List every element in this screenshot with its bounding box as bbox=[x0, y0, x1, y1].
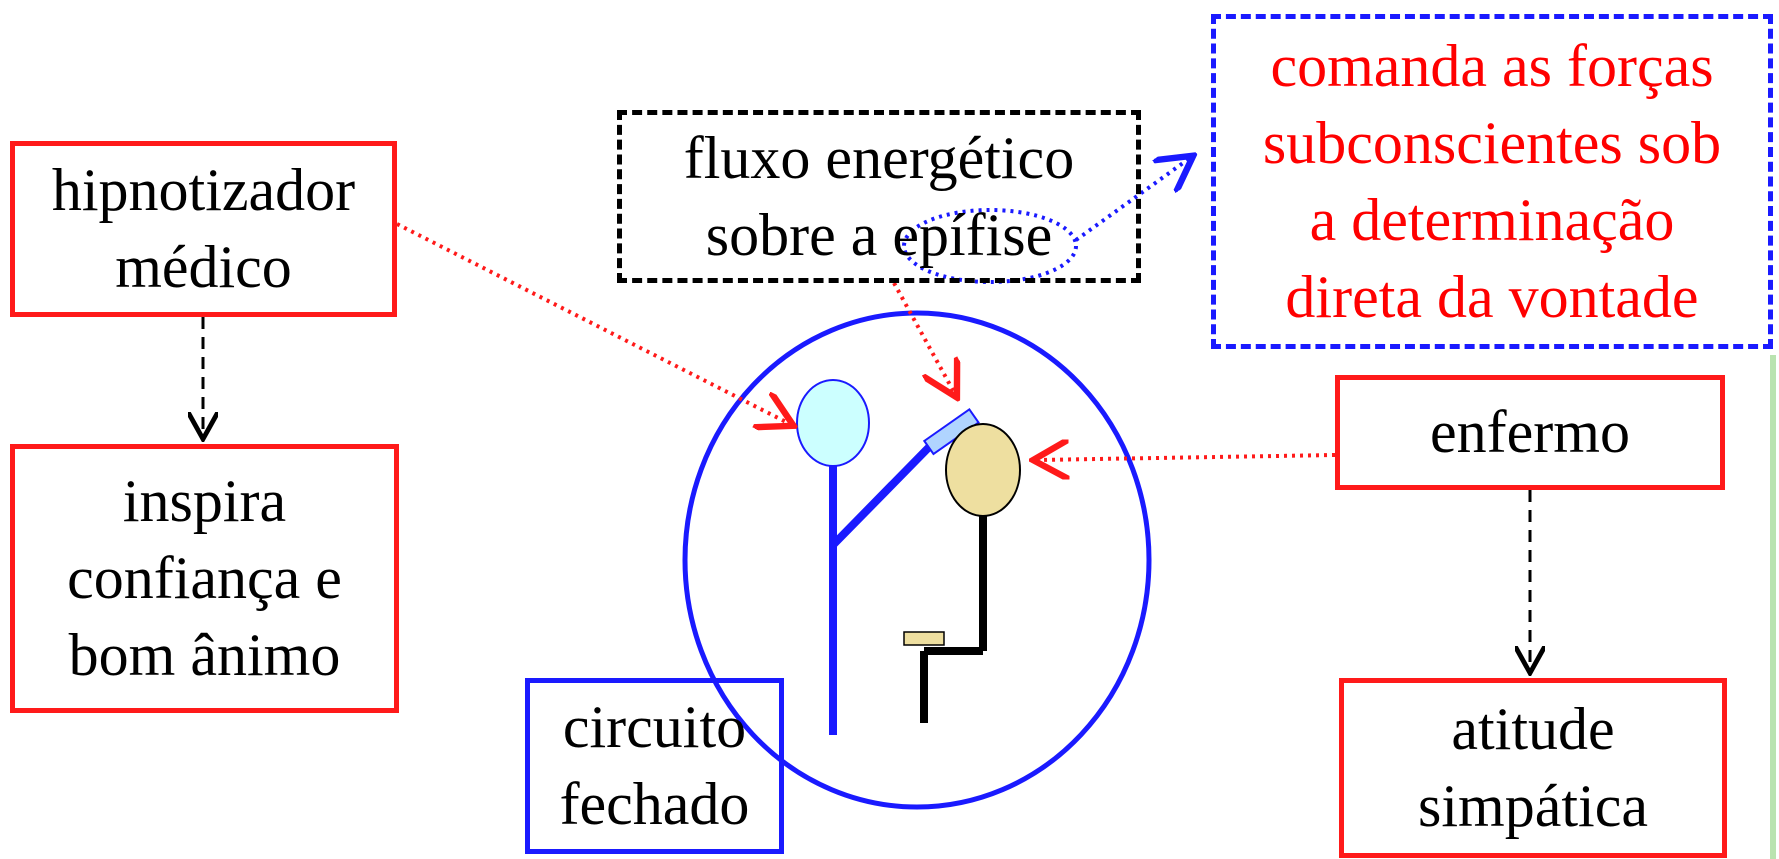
inspira-line-1: inspira bbox=[122, 468, 287, 534]
fluxo-energetico-box: fluxo energético sobre a epífise bbox=[617, 110, 1141, 283]
hipnotizador-medico-box: hipnotizador médico bbox=[10, 141, 397, 317]
atitude-line-1: atitude bbox=[1451, 696, 1615, 762]
circuito-line-2: fechado bbox=[559, 771, 750, 837]
hipnotizador-line-2: médico bbox=[115, 234, 292, 300]
circuito-fechado-box: circuito fechado bbox=[525, 678, 784, 854]
inspira-confianca-box: inspira confiança e bom ânimo bbox=[10, 444, 399, 713]
fluxo-line-2: sobre a epífise bbox=[705, 201, 1053, 268]
right-edge-guide-bar bbox=[1770, 355, 1776, 859]
comanda-line-1: comanda as forças bbox=[1270, 32, 1714, 99]
comanda-line-3: a determinação bbox=[1309, 186, 1675, 253]
hypnotist-arm bbox=[830, 437, 939, 548]
enfermo-line-1: enfermo bbox=[1430, 399, 1630, 465]
patient-head bbox=[945, 423, 1021, 517]
inspira-line-3: bom ânimo bbox=[68, 622, 341, 688]
patient-figure bbox=[903, 423, 1021, 723]
atitude-line-2: simpática bbox=[1418, 773, 1648, 839]
hipnotizador-line-1: hipnotizador bbox=[51, 157, 356, 223]
hypnotist-head bbox=[796, 379, 870, 467]
atitude-simpatica-box: atitude simpática bbox=[1339, 678, 1727, 858]
circuito-line-1: circuito bbox=[562, 694, 747, 760]
comanda-forcas-box: comanda as forças subconscientes sob a d… bbox=[1211, 14, 1773, 349]
comanda-line-4: direta da vontade bbox=[1285, 263, 1699, 330]
comanda-line-2: subconscientes sob bbox=[1262, 109, 1722, 176]
patient-hands bbox=[903, 631, 945, 646]
hypnotist-figure bbox=[796, 379, 980, 735]
arrow-hipnotizador-to-hypnotist-head bbox=[396, 222, 790, 424]
circuit-circle bbox=[682, 310, 1152, 810]
epiphysis-highlight-ellipse bbox=[902, 208, 1078, 284]
arrow-enfermo-to-patient-head bbox=[1037, 455, 1336, 460]
arrow-fluxo-to-hand bbox=[892, 282, 955, 394]
fluxo-line-1: fluxo energético bbox=[683, 124, 1075, 191]
enfermo-box: enfermo bbox=[1335, 375, 1725, 490]
inspira-line-2: confiança e bbox=[67, 545, 342, 611]
